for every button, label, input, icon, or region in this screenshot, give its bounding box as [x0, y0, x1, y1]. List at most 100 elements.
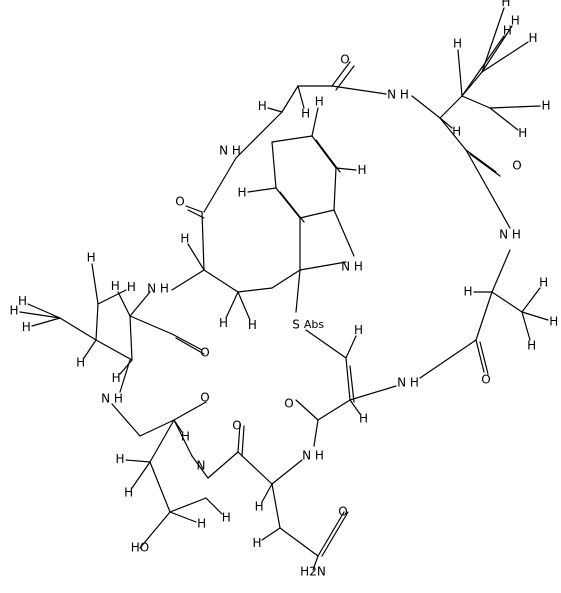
label-o-right: O [512, 159, 521, 173]
bond-8 [439, 117, 467, 151]
hydrogen-bond-6 [489, 107, 519, 131]
bond-12 [491, 291, 523, 313]
bond-57 [207, 451, 239, 479]
hydrogen-2: H [511, 13, 520, 27]
hydrogen-bond-13 [521, 287, 541, 313]
bond-3 [331, 85, 387, 95]
bond-14 [475, 339, 485, 373]
hydrogen-36: H [252, 536, 261, 550]
label-o-right-low: O [481, 373, 490, 387]
label-nh-indole: N H [341, 260, 363, 274]
hydrogen-20: H [248, 318, 257, 332]
hydrogen-bond-29 [117, 291, 131, 317]
label-nh-left-top: N H [219, 144, 241, 158]
hydrogen-bond-4 [481, 7, 505, 73]
bond-25 [333, 209, 355, 257]
bond-27 [275, 187, 301, 219]
hydrogen-31: H [116, 452, 125, 466]
bond-60 [271, 459, 303, 485]
bond-0 [281, 85, 299, 113]
label-o-left-mid: O [200, 346, 209, 360]
hydrogen-bond-12 [247, 187, 277, 193]
bond-35 [201, 211, 205, 271]
bond-34 [203, 269, 239, 293]
hydrogen-bond-35 [261, 483, 273, 503]
hydrogen-16: H [463, 285, 472, 299]
double-bond-9 [279, 191, 305, 223]
hydrogen-bond-15 [521, 311, 531, 341]
bond-20 [295, 399, 319, 421]
bond-59 [237, 451, 273, 485]
hydrogen-28: H [112, 371, 121, 385]
hydrogen-bond-3 [481, 41, 529, 73]
hydrogen-3: H [529, 31, 538, 45]
hydrogen-bond-10 [311, 107, 319, 137]
hydrogen-bond-2 [481, 25, 513, 73]
bond-28 [271, 141, 277, 189]
hydrogen-21: H [180, 231, 189, 245]
hydrogen-35: H [255, 500, 264, 514]
double-bond-3 [187, 209, 205, 219]
bond-33 [237, 287, 273, 293]
hydrogen-1: H [503, 24, 512, 38]
hydrogen-bond-25 [27, 303, 61, 319]
hydrogen-bond-34 [205, 497, 223, 515]
hydrogen-bond-5 [489, 105, 541, 109]
bond-31 [271, 269, 301, 289]
bond-layer [59, 61, 523, 571]
hydrogen-26: H [10, 304, 19, 318]
label-o-top: O [340, 53, 349, 67]
hydrogen-bond-9 [297, 85, 305, 109]
bond-62 [279, 527, 319, 557]
label-s-thioether: S [292, 318, 300, 332]
bond-55 [169, 497, 207, 513]
hydrogen-bond-21 [187, 243, 205, 271]
bond-38 [235, 111, 283, 159]
hydrogen-29: H [111, 279, 120, 293]
bond-39 [171, 269, 205, 291]
bond-40 [129, 291, 151, 317]
bond-56 [139, 511, 171, 549]
bond-4 [411, 95, 441, 119]
hydrogen-15: H [527, 338, 536, 352]
hydrogen-27: H [76, 355, 85, 369]
hydrogen-13: H [539, 276, 548, 290]
bond-61 [271, 483, 281, 529]
hydrogen-bond-1 [461, 35, 505, 97]
label-oh-hydroxyl: HO [131, 541, 149, 555]
bond-30 [299, 261, 347, 271]
double-bond-5 [349, 365, 355, 403]
hydrogen-bond-24 [31, 317, 61, 327]
bond-21 [313, 419, 319, 447]
bond-48 [111, 403, 141, 437]
label-nh2-amide: H2N [300, 565, 326, 579]
hydrogen-bond-22 [91, 263, 99, 305]
label-nh-right: N H [499, 228, 521, 242]
hydrogen-17: H [354, 323, 363, 337]
label-o-left-top: O [175, 195, 184, 209]
hydrogen-bond-27 [83, 339, 97, 359]
hydrogen-25: H [18, 294, 27, 308]
hydrogen-bond-20 [237, 291, 251, 321]
bond-52 [191, 455, 209, 479]
bond-16 [349, 385, 397, 401]
hydrogen-bond-7 [439, 117, 453, 129]
bond-7 [461, 95, 491, 109]
label-o-amide: O [338, 505, 347, 519]
bond-11 [491, 249, 511, 293]
bond-9 [465, 149, 497, 173]
bond-47 [119, 359, 131, 393]
hydrogen-19: H [219, 316, 228, 330]
hydrogen-bond-14 [521, 311, 549, 321]
label-o-center: O [232, 419, 241, 433]
double-bond-0 [335, 65, 355, 91]
hydrogen-22: H [87, 251, 96, 265]
label-nh-mid-right: N H [397, 376, 419, 390]
bond-41 [129, 315, 173, 335]
bond-23 [311, 135, 337, 169]
hydrogen-8: H [258, 99, 267, 113]
hydrogen-9: H [301, 106, 310, 120]
hydrogen-bond-23 [97, 289, 127, 305]
hydrogen-11: H [357, 163, 366, 177]
